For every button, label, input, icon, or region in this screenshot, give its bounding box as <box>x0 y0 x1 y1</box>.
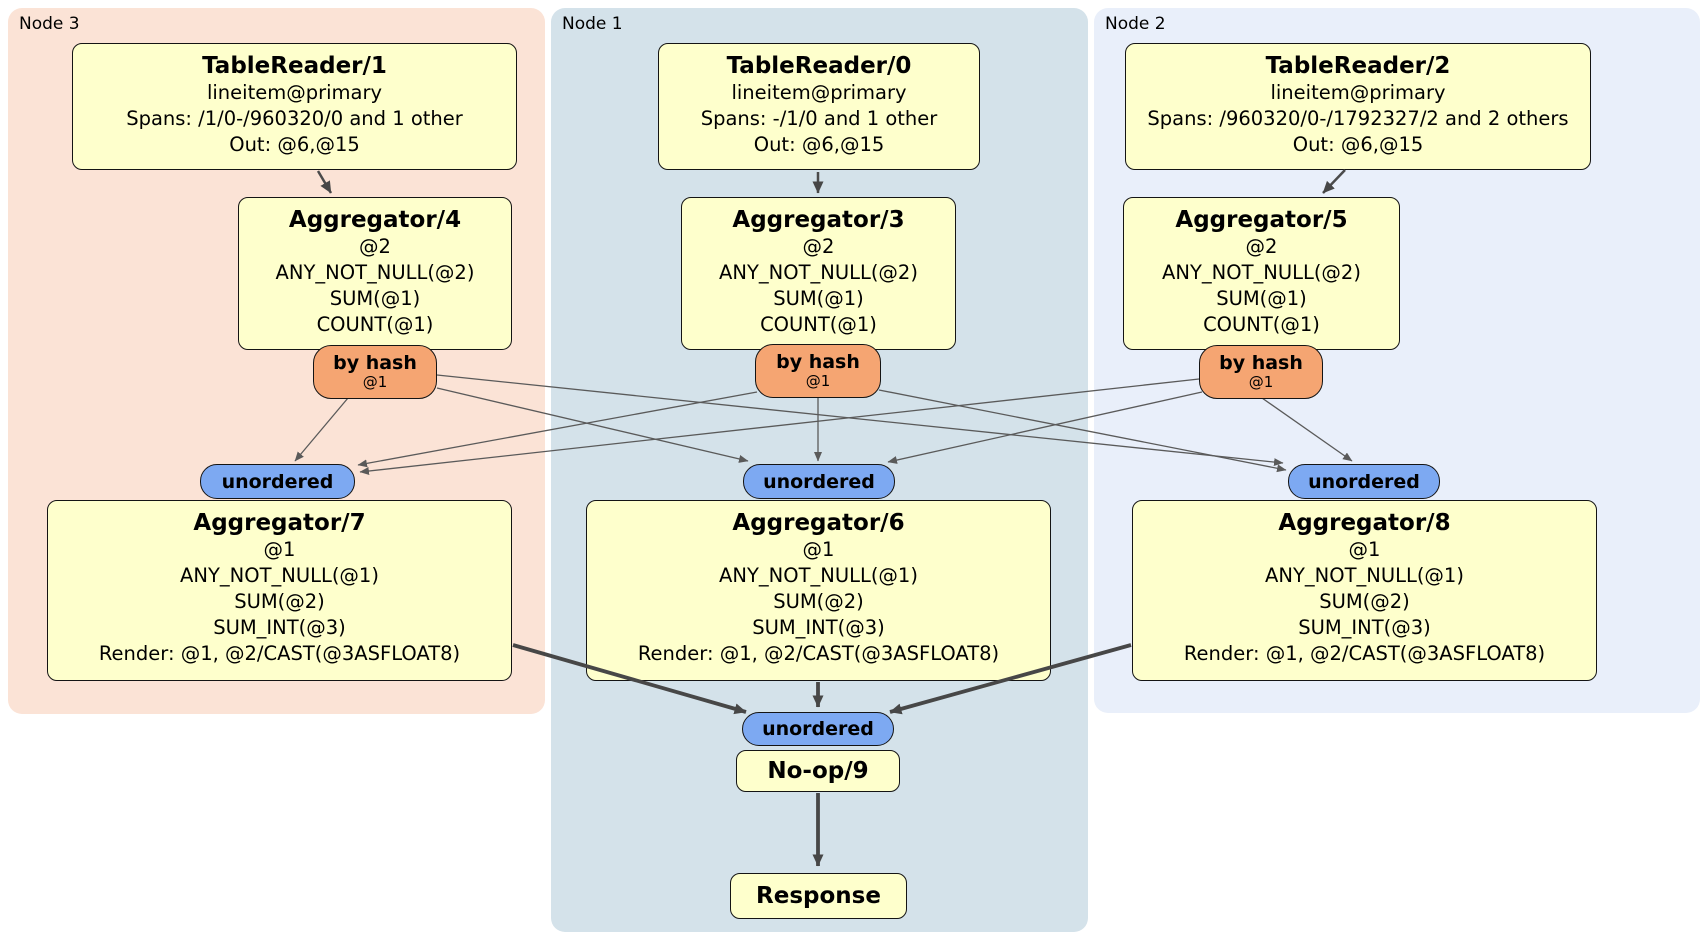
box-response: Response <box>730 873 907 919</box>
box-line: @2 <box>359 235 391 258</box>
box-title: No-op/9 <box>767 758 869 784</box>
box-line: SUM(@1) <box>773 287 864 310</box>
unordered-label: unordered <box>221 470 334 493</box>
box-title: TableReader/2 <box>1265 53 1451 79</box>
box-line: ANY_NOT_NULL(@1) <box>719 564 918 587</box>
by-hash-column: @1 <box>805 372 831 391</box>
box-line: @1 <box>263 538 296 561</box>
box-title: Aggregator/5 <box>1175 207 1348 233</box>
by-hash-column: @1 <box>362 373 388 392</box>
box-aggregator-7: Aggregator/7 @1 ANY_NOT_NULL(@1) SUM(@2)… <box>47 500 512 681</box>
region-label-node3: Node 3 <box>19 14 80 34</box>
badge-unordered-node3: unordered <box>200 464 355 499</box>
box-line: ANY_NOT_NULL(@2) <box>1162 261 1361 284</box>
region-label-node2: Node 2 <box>1105 14 1166 34</box>
box-line: SUM(@2) <box>234 590 325 613</box>
box-line: ANY_NOT_NULL(@2) <box>275 261 475 284</box>
region-label-node1: Node 1 <box>562 14 623 34</box>
box-line: SUM_INT(@3) <box>752 616 885 639</box>
box-title: Response <box>756 883 881 909</box>
box-line: SUM_INT(@3) <box>213 616 346 639</box>
by-hash-label: by hash <box>333 351 417 374</box>
box-line: @2 <box>802 235 835 258</box>
box-title: Aggregator/8 <box>1278 510 1451 536</box>
box-title: Aggregator/4 <box>288 207 462 233</box>
box-line: COUNT(@1) <box>1203 313 1320 336</box>
box-tablereader-2: TableReader/2 lineitem@primary Spans: /9… <box>1125 43 1591 170</box>
by-hash-column: @1 <box>1248 373 1274 392</box>
box-line: COUNT(@1) <box>316 313 434 336</box>
box-line: SUM(@2) <box>773 590 864 613</box>
box-line: SUM(@1) <box>1216 287 1307 310</box>
unordered-label: unordered <box>763 470 875 493</box>
by-hash-label: by hash <box>776 350 860 373</box>
badge-unordered-node2: unordered <box>1288 464 1440 499</box>
box-line: lineitem@primary <box>206 81 383 104</box>
badge-by-hash-node1: by hash @1 <box>755 344 881 398</box>
box-tablereader-0: TableReader/0 lineitem@primary Spans: -/… <box>658 43 980 170</box>
box-aggregator-5: Aggregator/5 @2 ANY_NOT_NULL(@2) SUM(@1)… <box>1123 197 1400 350</box>
box-line: SUM(@2) <box>1319 590 1410 613</box>
box-line: COUNT(@1) <box>760 313 877 336</box>
unordered-label: unordered <box>1308 470 1420 493</box>
unordered-label: unordered <box>762 718 874 740</box>
box-title: TableReader/0 <box>726 53 912 79</box>
box-tablereader-1: TableReader/1 lineitem@primary Spans: /1… <box>72 43 517 170</box>
box-line: Spans: /1/0-/960320/0 and 1 other <box>126 107 463 130</box>
box-line: Render: @1, @2/CAST(@3ASFLOAT8) <box>637 642 1000 665</box>
box-line: @1 <box>1348 538 1381 561</box>
badge-unordered-node1: unordered <box>743 464 895 499</box>
box-line: ANY_NOT_NULL(@1) <box>1265 564 1464 587</box>
box-line: Spans: -/1/0 and 1 other <box>700 107 938 130</box>
badge-by-hash-node3: by hash @1 <box>313 345 437 399</box>
badge-by-hash-node2: by hash @1 <box>1199 345 1323 399</box>
box-line: SUM(@1) <box>329 287 421 310</box>
box-line: ANY_NOT_NULL(@1) <box>180 564 379 587</box>
box-line: lineitem@primary <box>1270 81 1446 104</box>
box-line: Spans: /960320/0-/1792327/2 and 2 others <box>1147 107 1569 130</box>
box-aggregator-4: Aggregator/4 @2 ANY_NOT_NULL(@2) SUM(@1)… <box>238 197 512 350</box>
box-line: Out: @6,@15 <box>1292 133 1424 156</box>
box-line: Render: @1, @2/CAST(@3ASFLOAT8) <box>98 642 461 665</box>
box-aggregator-6: Aggregator/6 @1 ANY_NOT_NULL(@1) SUM(@2)… <box>586 500 1051 681</box>
by-hash-label: by hash <box>1219 351 1303 374</box>
box-title: Aggregator/3 <box>732 207 905 233</box>
box-line: lineitem@primary <box>731 81 907 104</box>
box-aggregator-3: Aggregator/3 @2 ANY_NOT_NULL(@2) SUM(@1)… <box>681 197 956 350</box>
box-title: TableReader/1 <box>202 53 387 79</box>
box-aggregator-8: Aggregator/8 @1 ANY_NOT_NULL(@1) SUM(@2)… <box>1132 500 1597 681</box>
badge-unordered-final: unordered <box>742 712 894 746</box>
box-line: ANY_NOT_NULL(@2) <box>719 261 918 284</box>
box-line: Out: @6,@15 <box>753 133 885 156</box>
box-title: Aggregator/6 <box>732 510 905 536</box>
box-line: @2 <box>1245 235 1278 258</box>
box-line: Out: @6,@15 <box>229 133 360 156</box>
box-title: Aggregator/7 <box>193 510 366 536</box>
box-line: @1 <box>802 538 835 561</box>
box-line: Render: @1, @2/CAST(@3ASFLOAT8) <box>1183 642 1546 665</box>
box-line: SUM_INT(@3) <box>1298 616 1431 639</box>
box-no-op-9: No-op/9 <box>736 750 900 792</box>
